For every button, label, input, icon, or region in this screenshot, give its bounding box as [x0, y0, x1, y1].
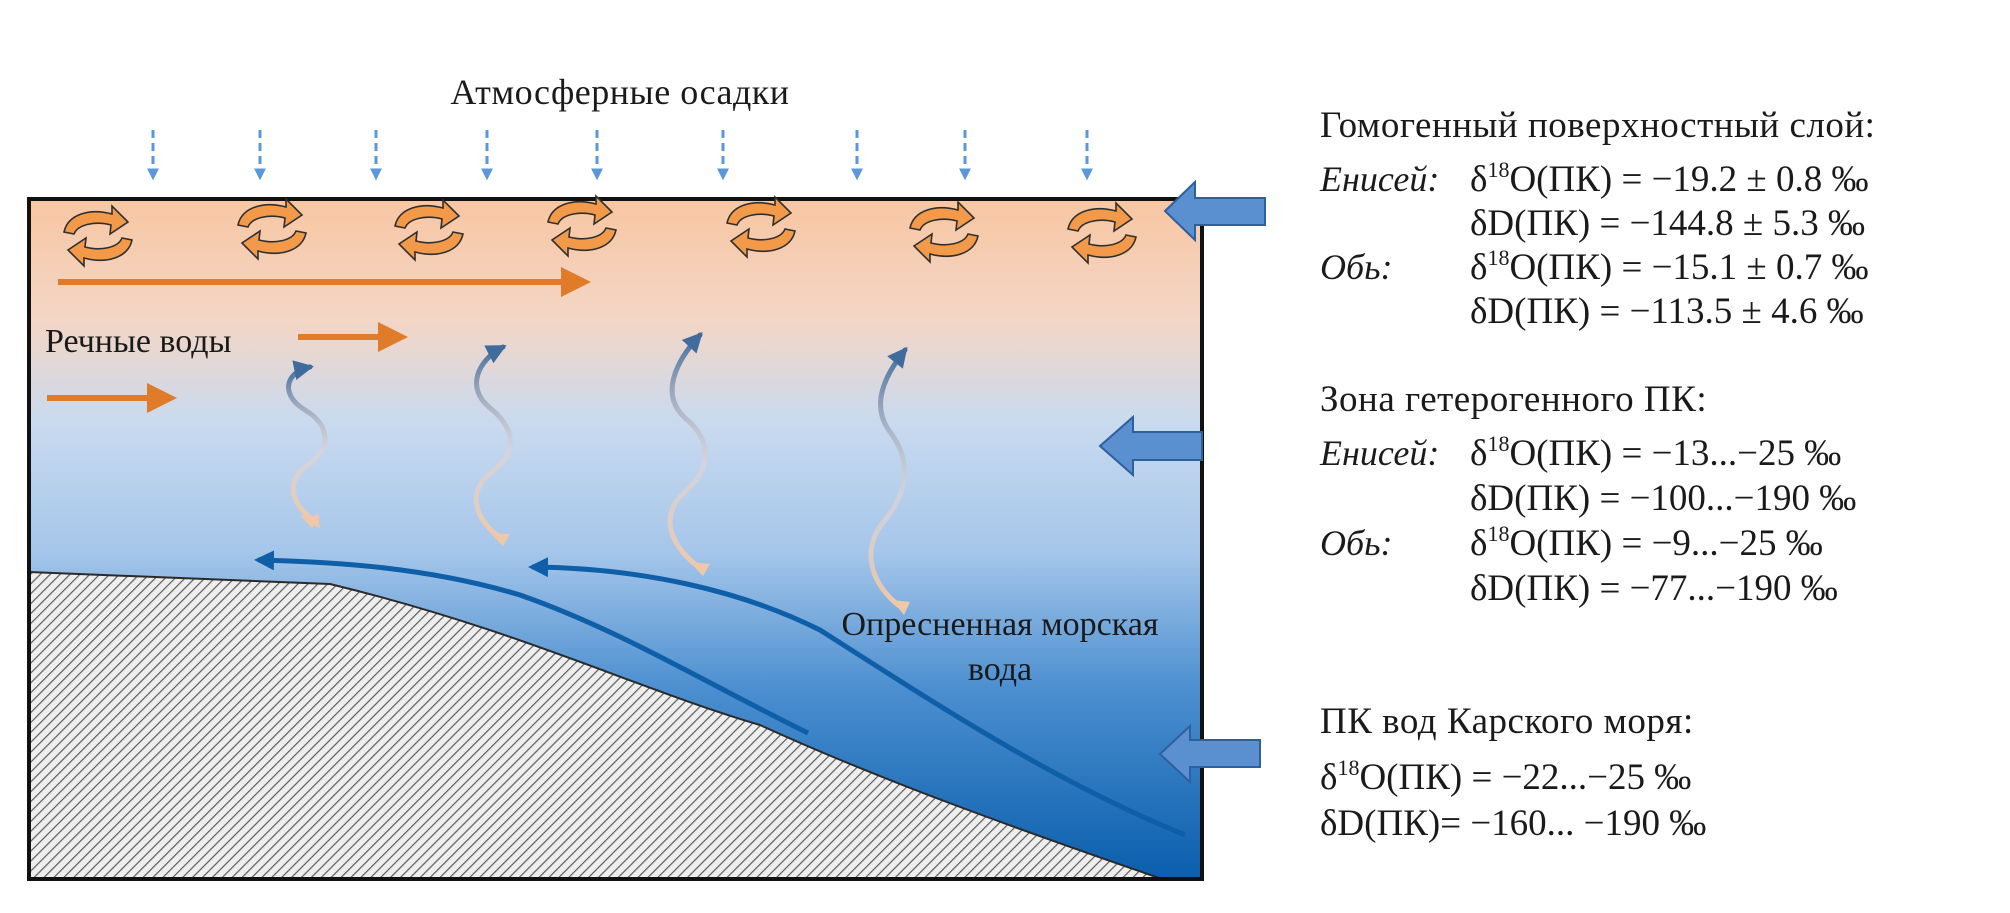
river-water-label: Речные воды — [45, 323, 232, 360]
mixing-swirl-icon — [63, 204, 133, 268]
side-arrow-icon — [1158, 723, 1261, 785]
side-arrow-icon — [1098, 414, 1203, 478]
mixing-swirl-icon — [909, 200, 979, 264]
mixing-swirls — [63, 194, 1137, 268]
convection-arrow — [667, 332, 708, 573]
arrow-head — [306, 513, 320, 528]
heterogeneous-zone-title: Зона гетерогенного ПК: — [1320, 379, 1708, 420]
convection-arrow — [473, 344, 513, 543]
homogeneous-layer-title: Гомогенный поверхностный слой: — [1320, 105, 1876, 146]
ob-label: Обь: — [1320, 523, 1393, 563]
convection-arrows — [286, 332, 908, 611]
ob-label: Обь: — [1320, 247, 1393, 287]
convection-lower-heads — [306, 513, 320, 528]
homogeneous-ob-dD: δD(ПК) = −113.5 ± 4.6 ‰ — [1470, 291, 1864, 332]
kara-sea-o18: δ18O(ПК) = −22...−25 ‰ — [1320, 755, 1692, 799]
current-line-lower — [528, 557, 1186, 838]
homogeneous-yenisei-dD: δD(ПК) = −144.8 ± 5.3 ‰ — [1470, 203, 1865, 244]
seabed — [29, 570, 1166, 879]
mixing-swirl-icon — [726, 195, 796, 259]
convection-arrow — [286, 360, 328, 525]
arrow-head — [490, 533, 510, 546]
heterogeneous-ob-o18: δ18O(ПК) = −9...−25 ‰ — [1470, 521, 1823, 565]
precipitation-arrows — [147, 130, 1093, 181]
mixing-swirl-icon — [394, 198, 464, 262]
convection-arrow-heads — [300, 515, 910, 615]
river-arrows — [47, 267, 591, 413]
desalinated-water-label-line1: Опресненная морская — [841, 606, 1158, 643]
side-arrow-icon — [1163, 179, 1266, 243]
mixing-swirl-icon — [547, 194, 617, 258]
heterogeneous-yenisei-o18: δ18O(ПК) = −13...−25 ‰ — [1470, 431, 1842, 475]
diagram-frame — [27, 197, 1204, 881]
mixing-swirl-icon — [237, 197, 307, 261]
arrow-head — [690, 562, 710, 576]
kara-sea-title: ПК вод Карского моря: — [1320, 701, 1694, 742]
isotope-legend: Гомогенный поверхностный слой: Енисей: δ… — [1320, 0, 2000, 913]
yenisei-label: Енисей: — [1320, 433, 1440, 473]
homogeneous-ob-o18: δ18O(ПК) = −15.1 ± 0.7 ‰ — [1470, 245, 1869, 289]
arrow-head — [892, 600, 910, 615]
side-arrows — [1098, 179, 1266, 785]
convection-arrow — [868, 346, 908, 611]
precipitation-label: Атмосферные осадки — [450, 72, 789, 112]
heterogeneous-ob-dD: δD(ПК) = −77...−190 ‰ — [1470, 568, 1838, 609]
mixing-swirl-icon — [1067, 201, 1137, 265]
current-line-upper — [254, 550, 810, 736]
desalinated-water-label-line2: вода — [968, 651, 1032, 688]
heterogeneous-yenisei-dD: δD(ПК) = −100...−190 ‰ — [1470, 478, 1857, 519]
homogeneous-yenisei-o18: δ18O(ПК) = −19.2 ± 0.8 ‰ — [1470, 157, 1869, 201]
yenisei-label: Енисей: — [1320, 159, 1440, 199]
return-currents — [254, 550, 1186, 838]
kara-sea-dD: δD(ПК)= −160... −190 ‰ — [1320, 803, 1707, 844]
